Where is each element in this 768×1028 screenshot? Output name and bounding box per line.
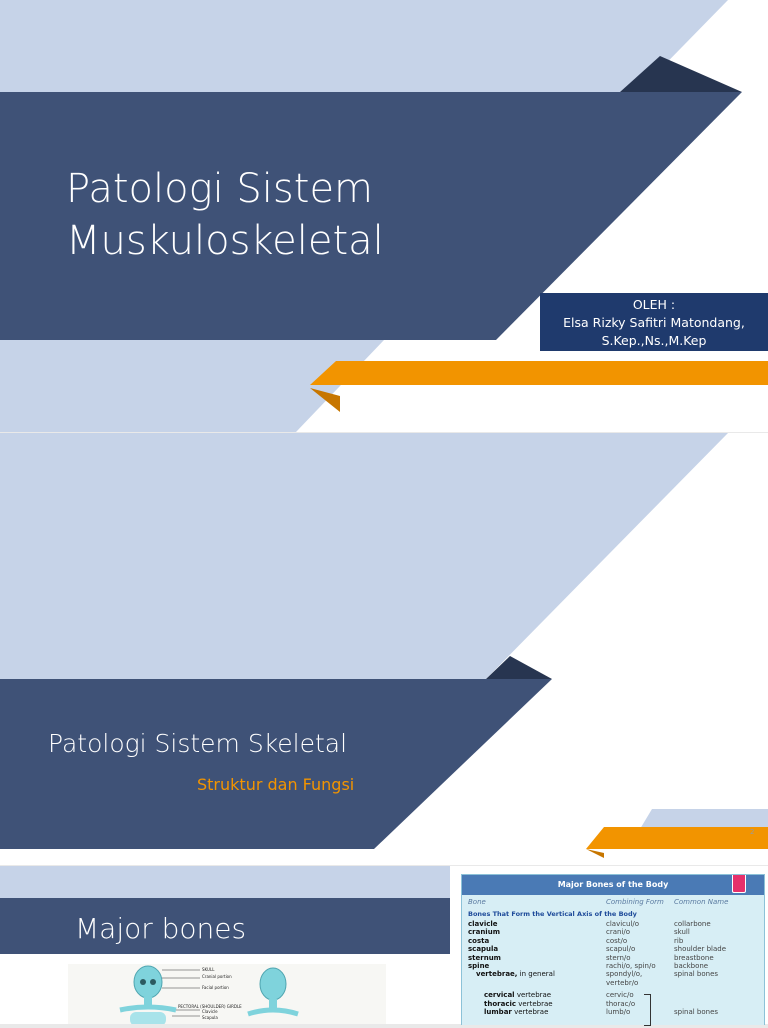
ribcage-front <box>130 1012 166 1026</box>
title-line-2: Muskuloskeletal <box>66 218 384 264</box>
bone-name: spine <box>468 962 490 970</box>
neck-side <box>269 999 277 1009</box>
cell-bone: spine <box>468 962 489 970</box>
major-bones-table: Major Bones of the Body Bone Combining F… <box>461 874 765 1025</box>
slide-1[interactable]: Patologi Sistem Muskuloskeletal OLEH : E… <box>0 0 768 432</box>
cell-common-name: collarbone <box>674 920 711 928</box>
bone-name: cranium <box>468 928 500 937</box>
header-combining-form: Combining Form <box>606 898 664 906</box>
bone-name: vertebrae, <box>476 970 518 979</box>
light-blue-band-top <box>0 0 728 92</box>
cell-bone: clavicle <box>468 920 498 928</box>
page-number: 2 <box>750 828 755 836</box>
clavicle-front <box>119 1004 177 1013</box>
cell-common-name: spinal bones <box>674 1008 719 1016</box>
light-blue-corner <box>640 809 768 829</box>
cell-common-name: rib <box>674 936 684 945</box>
cell-bone: vertebrae, in general <box>476 970 555 978</box>
bone-name: lumbar <box>484 1008 512 1016</box>
navy-title-banner <box>0 898 450 954</box>
dark-fold-shape <box>486 656 552 679</box>
slide-2-background <box>0 433 768 858</box>
presentation-title: Patologi Sistem Muskuloskeletal <box>66 163 384 267</box>
orange-ribbon <box>310 361 768 385</box>
skull-front <box>133 965 163 999</box>
slide-3-background <box>0 866 450 954</box>
bone-name: cervical <box>484 991 515 1000</box>
bone-note: in general <box>517 970 555 979</box>
author-label: OLEH : <box>632 297 676 312</box>
cell-bone: thoracic vertebrae <box>484 1000 553 1008</box>
light-blue-band <box>0 433 728 679</box>
table-title: Major Bones of the Body <box>462 875 764 895</box>
figure-label-scapula: Scapula <box>202 1015 218 1020</box>
bone-name: clavicle <box>468 920 498 928</box>
cell-combining-form: spondyl/o, <box>606 970 643 979</box>
neck-front <box>144 997 152 1007</box>
orange-ribbon-tip <box>586 849 604 858</box>
light-blue-band-bottom <box>0 340 384 432</box>
cell-bone: lumbar vertebrae <box>484 1008 548 1016</box>
navy-title-banner <box>0 679 552 849</box>
slide-3-title: Major bones <box>75 912 247 945</box>
section-subtitle: Struktur dan Fungsi <box>197 775 355 794</box>
cell-combining-form: cost/o <box>606 936 628 945</box>
table-section-heading: Bones That Form the Vertical Axis of the… <box>468 910 637 918</box>
figure-label-clavicle: Clavicle <box>202 1009 218 1014</box>
cell-combining-form: cervic/o <box>606 991 634 1000</box>
bone-note: vertebrae <box>511 1008 549 1016</box>
title-line-1: Patologi Sistem <box>66 166 374 212</box>
author-degree: S.Kep.,Ns.,M.Kep <box>601 333 707 348</box>
cell-common-name: spinal bones <box>674 970 719 979</box>
author-box: OLEH : Elsa Rizky Safitri Matondang, S.K… <box>540 293 768 351</box>
cell-bone: sternum <box>468 954 501 962</box>
cell-bone: cervical vertebrae <box>484 991 551 999</box>
figure-label-skull: SKULL <box>202 967 215 972</box>
header-common-name: Common Name <box>674 898 729 906</box>
dark-fold-shape <box>620 56 742 92</box>
skull-side <box>259 967 287 1001</box>
cell-bone: scapula <box>468 945 498 953</box>
eye-left <box>140 979 146 985</box>
shoulder-side <box>247 1007 299 1017</box>
cell-common-name: breastbone <box>674 953 714 962</box>
section-title: Patologi Sistem Skeletal <box>48 729 348 758</box>
cell-bone: cranium <box>468 928 500 936</box>
header-bone: Bone <box>468 898 486 906</box>
figure-label-cranial: Cranial portion <box>202 974 232 979</box>
cell-combining-form: thorac/o <box>606 999 636 1008</box>
navy-title-banner <box>0 92 742 340</box>
cell-combining-form: clavicul/o <box>606 920 640 928</box>
cell-common-name: shoulder blade <box>674 945 727 954</box>
orange-ribbon-tip <box>310 388 340 412</box>
skeleton-drawing: SKULL Cranial portion Facial portion PEC… <box>119 965 299 1026</box>
author-name: Elsa Rizky Safitri Matondang, <box>563 315 745 330</box>
slide-1-background <box>0 0 768 432</box>
cell-combining-form: crani/o <box>606 928 631 937</box>
eye-right <box>150 979 156 985</box>
orange-ribbon <box>586 827 768 849</box>
cell-combining-form: scapul/o <box>606 945 636 954</box>
figure-label-pectoral: PECTORAL (SHOULDER) GIRDLE <box>178 1004 242 1009</box>
pink-tab-icon <box>732 875 746 893</box>
cell-combining-form: lumb/o <box>606 1008 631 1016</box>
cell-common-name: skull <box>674 928 690 937</box>
grouping-brace <box>644 994 651 1026</box>
figure-label-facial: Facial portion <box>202 985 229 990</box>
bone-name: costa <box>468 936 490 945</box>
cell-combining-form: vertebr/o <box>606 978 639 987</box>
slide-2[interactable] <box>0 433 768 865</box>
bone-name: sternum <box>468 953 501 962</box>
bone-note: vertebrae <box>516 999 553 1008</box>
bone-note: vertebrae <box>514 991 552 1000</box>
bone-name: thoracic <box>484 999 517 1008</box>
cell-combining-form: stern/o <box>606 953 631 962</box>
skeleton-illustration: SKULL Cranial portion Facial portion PEC… <box>68 964 386 1026</box>
bone-name: scapula <box>468 945 499 954</box>
cell-combining-form: rachi/o, spin/o <box>606 962 656 970</box>
cell-bone: costa <box>468 937 489 945</box>
light-blue-band <box>0 866 450 898</box>
cell-common-name: backbone <box>674 962 709 970</box>
